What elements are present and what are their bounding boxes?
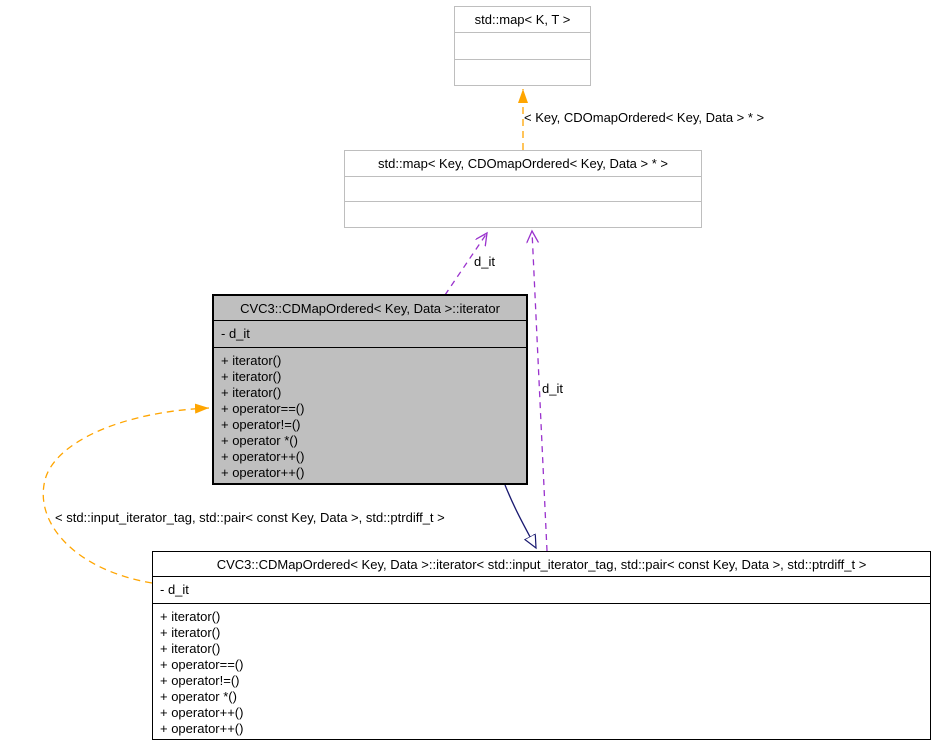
edge-label-d-it-left: d_it (474, 254, 495, 269)
member-row: + operator==() (160, 657, 244, 672)
methods-compartment (345, 201, 701, 227)
member-row: + iterator() (160, 641, 221, 656)
member-row: + operator *() (221, 433, 298, 448)
member-row: + operator++() (160, 721, 244, 736)
edge-label-iterator-template-args: < std::input_iterator_tag, std::pair< co… (55, 510, 445, 525)
class-node-std-map-k-t[interactable]: std::map< K, T > (454, 6, 591, 86)
member-row: + operator==() (221, 401, 305, 416)
member-row: + iterator() (221, 369, 282, 384)
member-row: + operator++() (221, 449, 305, 464)
class-title: std::map< K, T > (474, 12, 571, 28)
methods-compartment: + iterator()+ iterator()+ iterator()+ op… (153, 603, 930, 742)
class-node-cdmapordered-iterator: CVC3::CDMapOrdered< Key, Data >::iterato… (212, 294, 528, 485)
methods-compartment (455, 58, 590, 85)
edge-label-map-template-args: < Key, CDOmapOrdered< Key, Data > * > (524, 110, 765, 125)
methods-compartment: + iterator()+ iterator()+ iterator()+ op… (214, 347, 526, 486)
member-row: - d_it (160, 582, 189, 597)
class-node-std-map-key-cdomapordered[interactable]: std::map< Key, CDOmapOrdered< Key, Data … (344, 150, 702, 228)
member-row: + iterator() (221, 385, 282, 400)
attributes-compartment (345, 175, 701, 202)
member-row: + operator++() (160, 705, 244, 720)
member-row: + iterator() (160, 609, 221, 624)
attributes-compartment: - d_it (214, 320, 526, 347)
class-node-cdmapordered-iterator-template[interactable]: CVC3::CDMapOrdered< Key, Data >::iterato… (152, 551, 931, 740)
member-row: + operator!=() (160, 673, 240, 688)
attributes-compartment: - d_it (153, 576, 930, 603)
class-title: std::map< Key, CDOmapOrdered< Key, Data … (378, 155, 668, 171)
class-title: CVC3::CDMapOrdered< Key, Data >::iterato… (216, 557, 867, 572)
member-row: + operator!=() (221, 417, 301, 432)
class-title: CVC3::CDMapOrdered< Key, Data >::iterato… (240, 301, 500, 316)
edge-inheritance (504, 484, 536, 548)
member-row: - d_it (221, 326, 250, 341)
attributes-compartment (455, 32, 590, 58)
member-row: + iterator() (160, 625, 221, 640)
member-row: + operator *() (160, 689, 237, 704)
edge-label-d-it-right: d_it (542, 381, 563, 396)
member-row: + iterator() (221, 353, 282, 368)
member-row: + operator++() (221, 465, 305, 480)
